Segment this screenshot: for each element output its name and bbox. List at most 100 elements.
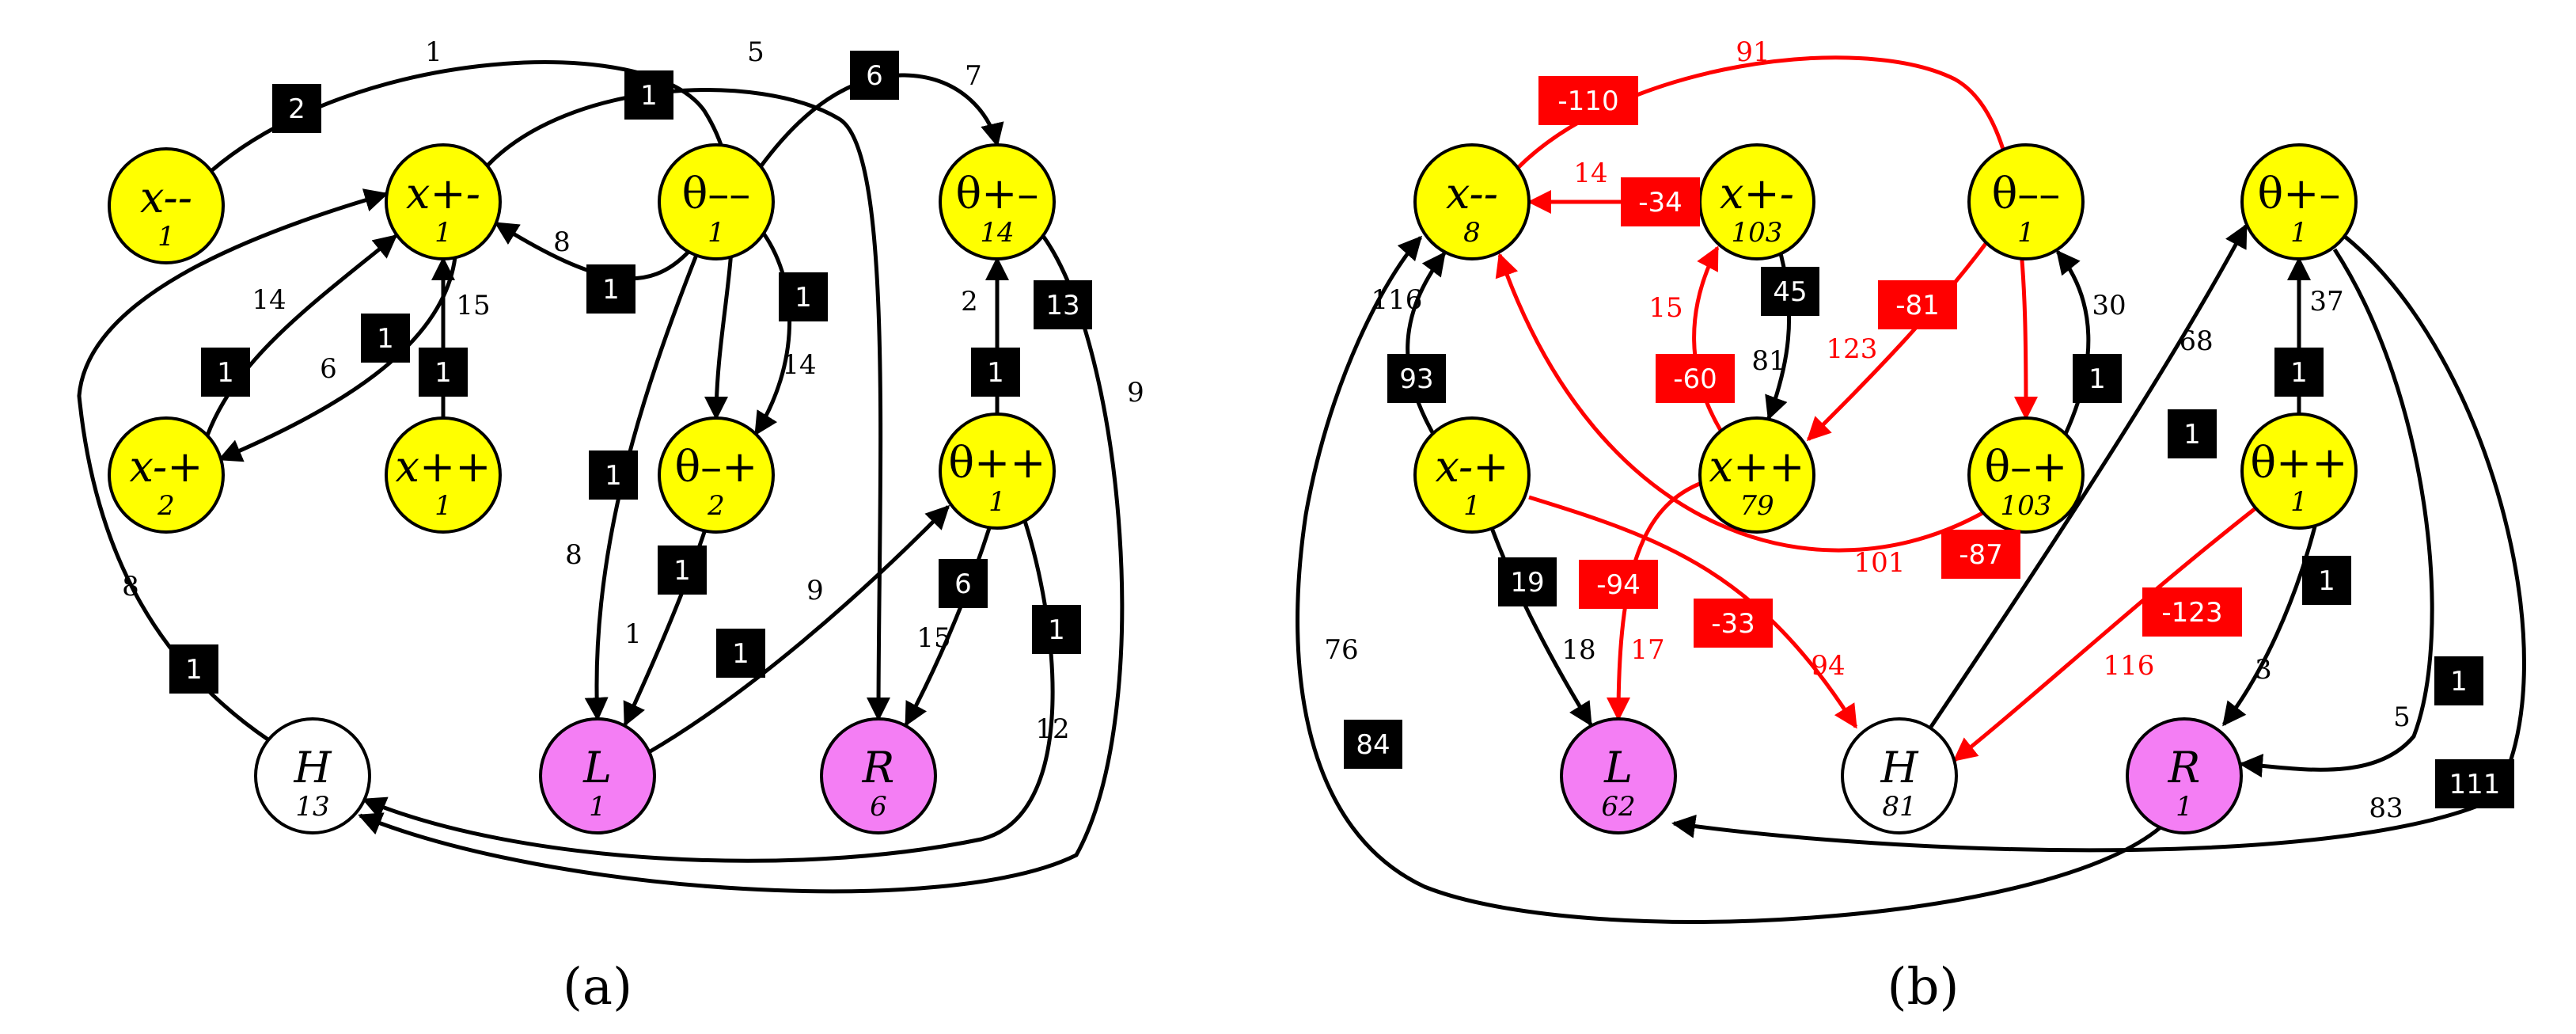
weight-box-background xyxy=(1694,599,1773,648)
node-L: L62 xyxy=(1560,717,1677,834)
node-label: L xyxy=(1603,743,1633,793)
weight-box-background xyxy=(201,348,250,397)
edge-tpm-to-L xyxy=(1671,234,2526,853)
weight-box-value: 1 xyxy=(795,282,812,314)
edge-tpm-to-R xyxy=(2239,248,2434,777)
node-count: 1 xyxy=(2290,217,2308,249)
panel-caption-a: (a) xyxy=(563,958,632,1017)
node-H: H13 xyxy=(254,717,371,834)
weight-box-background xyxy=(1656,354,1735,403)
weight-box-value: 1 xyxy=(2088,363,2106,395)
node-tmp: θ–+103 xyxy=(1967,416,2085,534)
node-label: x++ xyxy=(1709,442,1805,492)
edge-xmp-to-L xyxy=(1489,527,1593,727)
edge-tmp-to-tmm xyxy=(2056,249,2091,435)
edge-xmp-to-xmm xyxy=(1406,251,1447,441)
node-label: x-- xyxy=(140,173,192,222)
edge-xpm-to-xmp-count-label: 6 xyxy=(320,353,337,385)
edge-tmp-to-tmm-count-label: 30 xyxy=(2092,290,2126,321)
node-tpp: θ++1 xyxy=(2240,412,2358,530)
edge-tpp-to-tpm-count-label: 2 xyxy=(961,286,978,317)
node-count: 14 xyxy=(980,217,1014,249)
edge-tmm-to-xpp-weight-box: -81 xyxy=(1878,280,1957,329)
weight-box-background xyxy=(1941,530,2020,579)
node-label: H xyxy=(293,743,332,793)
node-xmp: x-+1 xyxy=(1413,416,1531,534)
edge-xmm-to-tmp xyxy=(1516,55,2038,420)
node-circle xyxy=(1698,416,1815,534)
weight-box-value: 1 xyxy=(434,357,452,389)
edge-xmp-to-L-weight-box: 19 xyxy=(1498,557,1557,606)
node-count: 1 xyxy=(988,486,1006,518)
weight-box-background xyxy=(1579,560,1658,609)
edge-xmm-to-tmp-count-label: 91 xyxy=(1736,36,1770,68)
edge-tmm-to-xpp-count-label: 123 xyxy=(1827,333,1878,365)
node-count: 103 xyxy=(2001,490,2052,522)
node-count: 1 xyxy=(1463,490,1481,522)
node-circle xyxy=(385,143,502,260)
edge-xpm-to-R xyxy=(485,88,891,721)
edge-tmm-to-tmp xyxy=(753,232,792,436)
edge-tmp-to-xmm-weight-box: -87 xyxy=(1941,530,2020,579)
edge-H-to-xpm-count-label: 8 xyxy=(122,571,139,603)
weight-box-value: 1 xyxy=(2450,666,2468,698)
node-label: θ–+ xyxy=(1985,442,2068,492)
weight-box-value: 1 xyxy=(602,274,620,306)
node-label: θ–– xyxy=(1992,169,2061,219)
weight-box-background xyxy=(2434,656,2483,705)
edge-L-to-tpp-weight-box: 1 xyxy=(716,629,765,678)
node-circle xyxy=(2240,143,2358,260)
node-L: L1 xyxy=(539,717,656,834)
edge-tpm-to-R-weight-box: 1 xyxy=(2434,656,2483,705)
edge-xmp-to-xpm-weight-box: 1 xyxy=(201,348,250,397)
node-circle xyxy=(1413,416,1531,534)
node-count: 2 xyxy=(707,490,725,522)
node-circle xyxy=(658,143,775,260)
edge-xmm-to-tmp-weight-box: -110 xyxy=(1538,76,1638,125)
node-label: θ++ xyxy=(948,438,1045,488)
node-label: x+- xyxy=(406,169,480,219)
node-circle xyxy=(2126,717,2243,834)
edge-xpm-to-xmp-weight-box: 1 xyxy=(361,314,410,363)
node-count: 1 xyxy=(434,490,452,522)
edge-R-to-xmm-weight-box: 84 xyxy=(1344,720,1402,769)
node-label: x+- xyxy=(1720,169,1794,219)
weight-box-value: 1 xyxy=(987,357,1004,389)
edge-tpm-to-H-weight-box: 13 xyxy=(1034,280,1092,329)
node-circle xyxy=(1967,416,2085,534)
weight-box-value: -33 xyxy=(1711,608,1755,640)
node-label: θ+– xyxy=(956,169,1039,219)
edge-tmm-to-xpp xyxy=(1806,236,1992,442)
node-count: 2 xyxy=(157,490,175,522)
edge-tpp-to-R-weight-box: 1 xyxy=(2302,556,2351,605)
weight-box-value: 1 xyxy=(1048,614,1065,646)
edge-tmm-to-tmp-count-label: 14 xyxy=(782,349,816,381)
weight-box-value: 1 xyxy=(673,555,691,587)
node-xpp: x++79 xyxy=(1698,416,1815,534)
weight-box-layer: -110-349345-60-811-8719-94-3311-12311111… xyxy=(1344,76,2514,808)
weight-box-background xyxy=(1498,557,1557,606)
weight-box-value: -94 xyxy=(1596,569,1641,601)
node-circle xyxy=(939,412,1056,530)
node-count: 1 xyxy=(2176,791,2193,823)
node-circle xyxy=(1413,143,1531,260)
weight-box-background xyxy=(2073,354,2122,403)
node-count: 81 xyxy=(1882,791,1916,823)
weight-box-background xyxy=(2168,409,2217,458)
weight-box-background xyxy=(272,84,321,133)
edge-tmp-to-xmm xyxy=(1495,253,1984,553)
node-label: x++ xyxy=(396,442,491,492)
weight-box-background xyxy=(1761,267,1819,316)
edge-L-to-tpp xyxy=(647,504,950,755)
edge-xpp-to-xpm-weight-box: 1 xyxy=(419,348,468,397)
edge-H-to-xpm-weight-box: 1 xyxy=(169,644,218,694)
node-circle xyxy=(939,143,1056,260)
weight-box-value: 13 xyxy=(1045,290,1079,321)
node-label: H xyxy=(1880,743,1918,793)
node-count: 1 xyxy=(2017,217,2035,249)
edge-tpp-to-R-weight-box: 6 xyxy=(939,559,988,608)
weight-box-background xyxy=(1032,605,1081,654)
